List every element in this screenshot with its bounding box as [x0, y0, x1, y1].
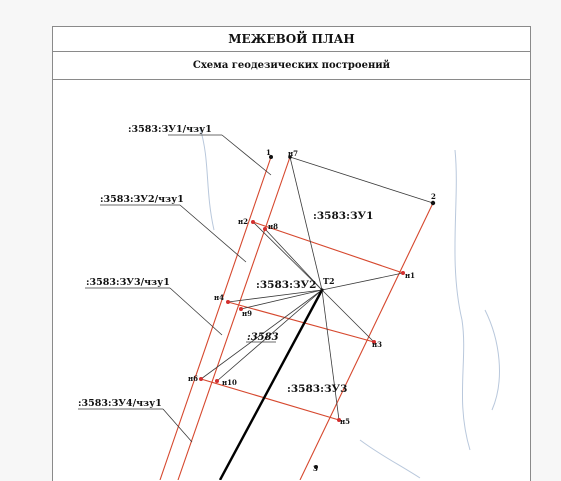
boundary-line	[252, 221, 404, 274]
point-n6-marker	[199, 377, 203, 381]
ray-t2-n1	[321, 272, 404, 291]
ray-t2-n4	[227, 289, 323, 303]
boundary-line	[177, 156, 291, 480]
point-label: н7	[288, 149, 298, 158]
point-label: н5	[340, 417, 350, 426]
boundary-line	[159, 156, 272, 480]
boundary-line	[299, 202, 434, 480]
document-subtitle: Схема геодезических построений	[53, 52, 530, 80]
scan-mark	[484, 309, 500, 411]
scan-mark	[359, 439, 421, 479]
scan-mark	[454, 149, 471, 451]
parcel-labels: :3583:ЗУ1 :3583:ЗУ2 :3583:ЗУ3 :3583	[247, 210, 373, 395]
ray-t2-n6	[200, 289, 323, 380]
point-2-marker	[430, 200, 436, 206]
parcel-label-zu2: :3583:ЗУ2	[256, 279, 316, 291]
parcel-label-zu1: :3583:ЗУ1	[313, 210, 373, 222]
leader-zu4	[162, 408, 193, 443]
callout-zu2-chzu1: :3583:ЗУ2/чзу1	[100, 194, 184, 205]
station-t2-marker	[320, 288, 324, 292]
point-label: н8	[268, 222, 278, 231]
point-n3-marker	[372, 340, 376, 344]
callout-zu1-chzu1: :3583:ЗУ1/чзу1	[128, 124, 212, 135]
point-label: н6	[188, 374, 198, 383]
point-n9-marker	[239, 307, 243, 311]
survey-points	[199, 155, 436, 469]
ray-t2-n8	[264, 228, 323, 291]
parcel-label-zu3: :3583:ЗУ3	[287, 383, 347, 395]
survey-sheet: МЕЖЕВОЙ ПЛАН Схема геодезических построе…	[52, 26, 531, 481]
ray-t2-n10	[216, 289, 323, 382]
point-n1-marker	[401, 271, 405, 275]
leader-zu1	[221, 134, 272, 176]
callout-labels: :3583:ЗУ1/чзу1 :3583:ЗУ2/чзу1 :3583:ЗУ3/…	[78, 124, 212, 409]
callout-zu3-chzu1: :3583:ЗУ3/чзу1	[86, 277, 170, 288]
point-label: н4	[214, 293, 224, 302]
point-n8-marker	[263, 227, 267, 231]
leader-zu2	[179, 204, 247, 263]
point-label: н1	[405, 271, 415, 280]
point-n10-marker	[215, 379, 219, 383]
ray-t2-n7	[289, 156, 323, 291]
ray-t2-main	[218, 289, 324, 480]
ray-t2-n9	[240, 289, 323, 310]
point-label: 3	[313, 464, 318, 473]
boundary-line	[200, 378, 340, 421]
boundary-line	[227, 301, 375, 343]
parcel-label-base: :3583	[247, 332, 279, 343]
point-3-marker	[314, 465, 318, 469]
point-1-marker	[269, 155, 273, 159]
callout-zu4-chzu1: :3583:ЗУ4/чзу1	[78, 398, 162, 409]
station-label: Т2	[323, 276, 335, 286]
ray-t2-n2	[252, 221, 323, 291]
point-n7-marker	[288, 155, 292, 159]
point-n5-marker	[337, 418, 341, 422]
document-title: МЕЖЕВОЙ ПЛАН	[53, 27, 530, 52]
scan-mark	[199, 127, 215, 231]
point-n2-marker	[251, 220, 255, 224]
point-label: н2	[238, 217, 248, 226]
point-label: 1	[266, 148, 271, 157]
line-n7-2	[289, 156, 434, 204]
point-n4-marker	[226, 300, 230, 304]
ray-t2-n5	[321, 289, 340, 421]
leader-zu3	[169, 287, 223, 336]
point-label: н10	[222, 378, 237, 387]
scan-marks	[199, 127, 500, 479]
point-labels: 1 2 3 н1 н2 н3 н4 н5 н6 н7 н8 н9 н10 Т2	[188, 148, 436, 473]
parcel-boundaries	[159, 156, 434, 480]
construction-lines	[78, 134, 434, 480]
point-label: 2	[431, 192, 436, 201]
point-label: н3	[372, 340, 382, 349]
point-label: н9	[242, 309, 252, 318]
ray-t2-n3	[321, 289, 375, 343]
